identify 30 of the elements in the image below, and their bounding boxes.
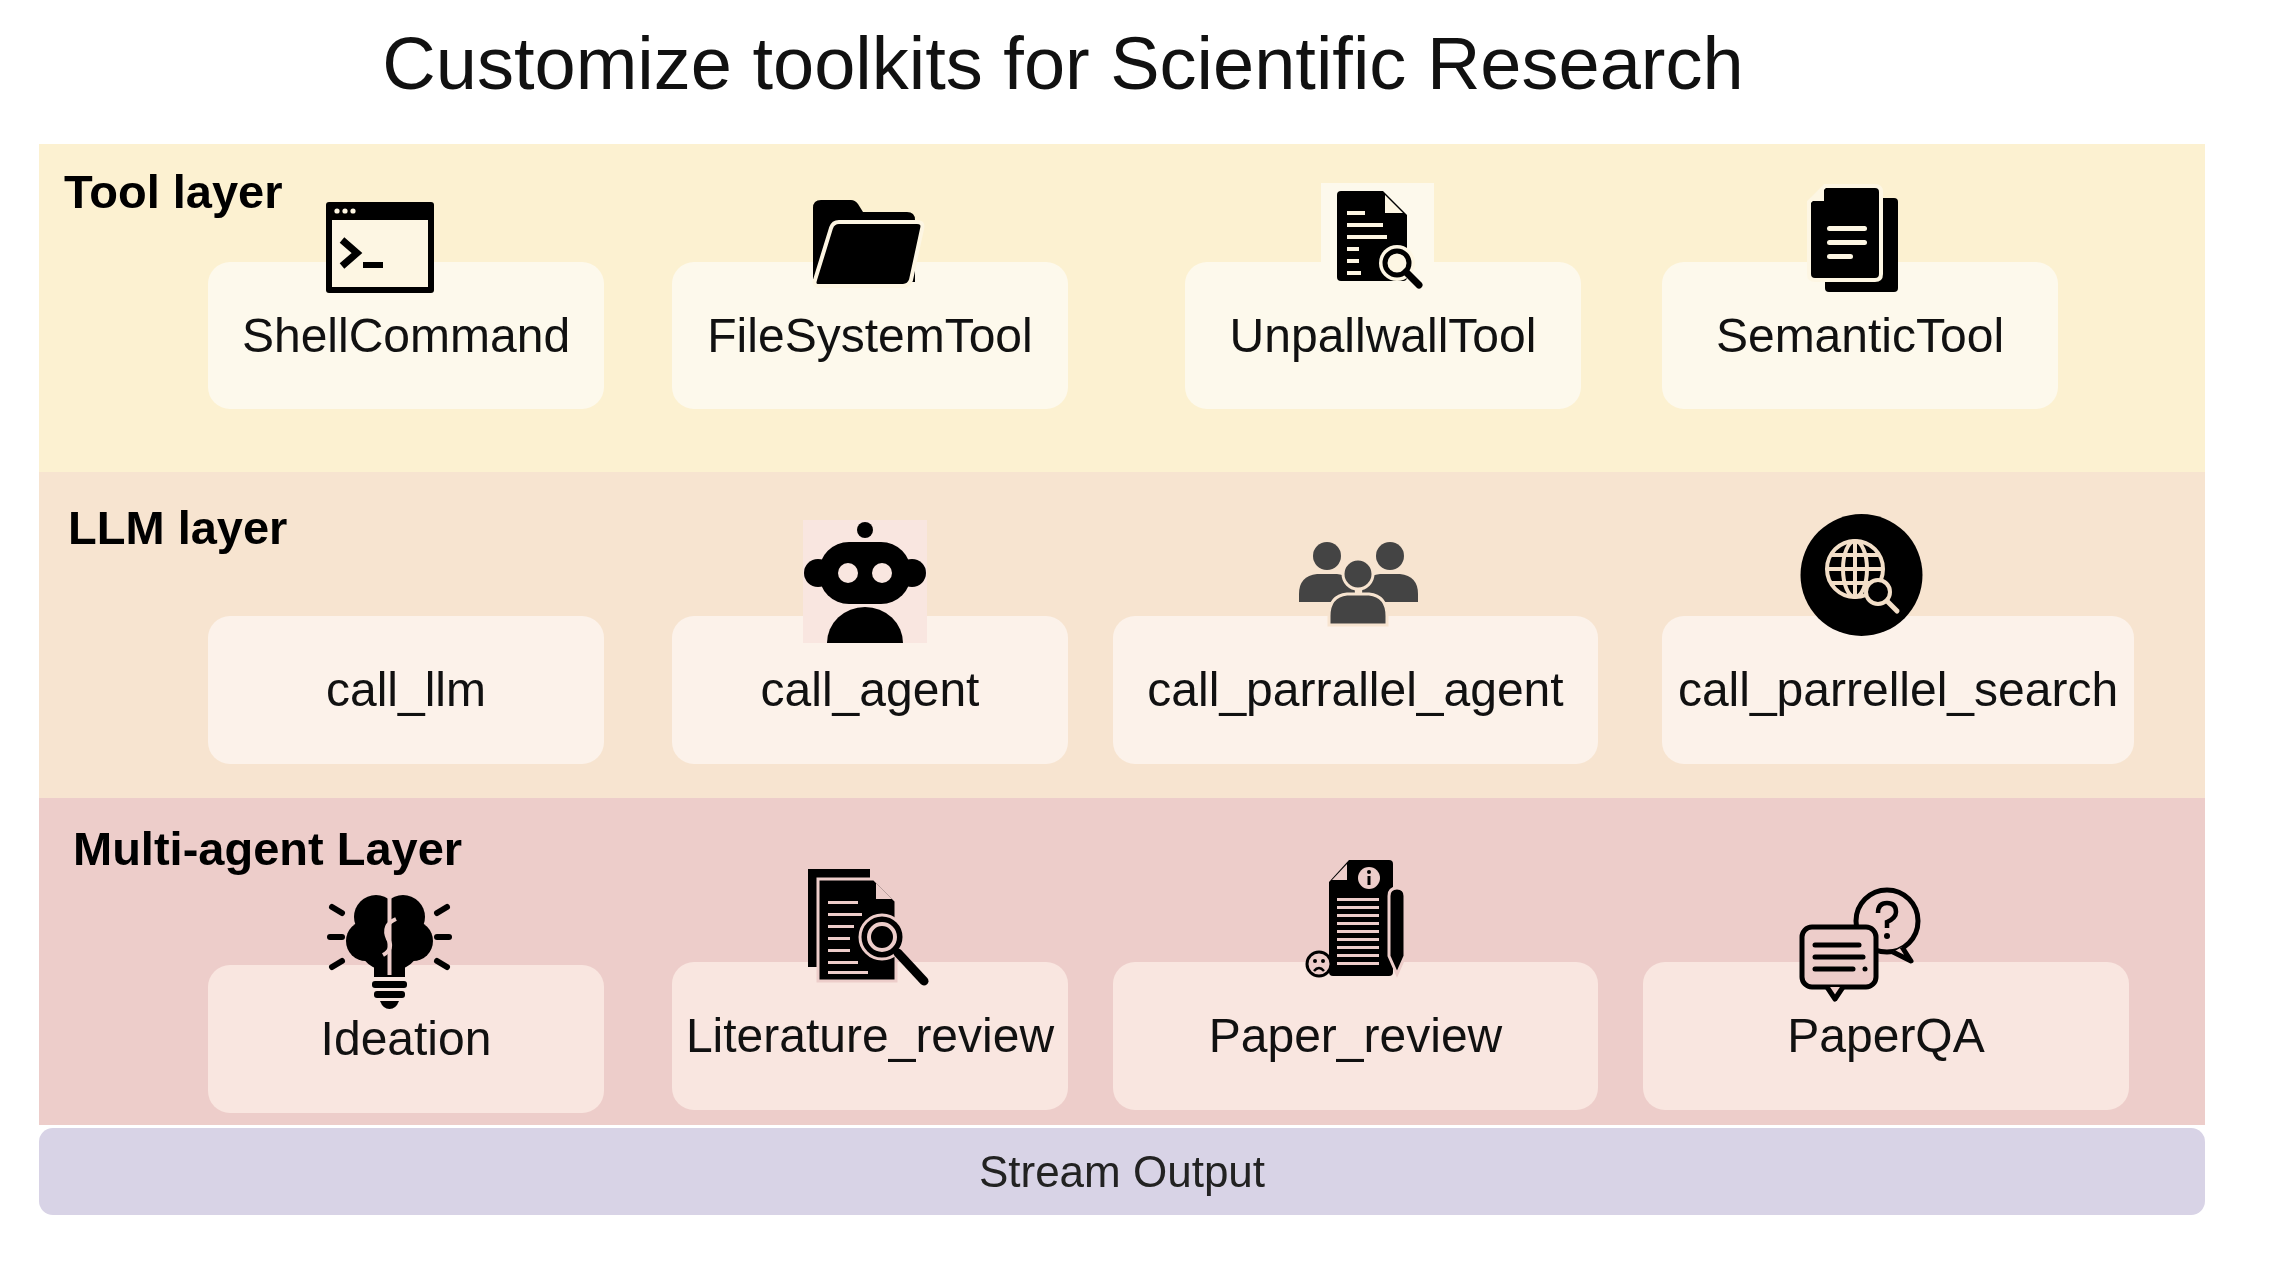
tool-card	[672, 616, 1068, 764]
diagram-title: Customize toolkits for Scientific Research	[381, 27, 1745, 101]
card-label: Paper_review	[1208, 1012, 1503, 1060]
tool-card	[1643, 962, 2129, 1110]
layer-band	[39, 472, 2205, 798]
bar-label: Stream Output	[978, 1149, 1266, 1194]
tool-card	[1113, 962, 1598, 1110]
card-label: call_llm	[326, 666, 486, 714]
tool-card	[672, 262, 1068, 409]
card-label: Ideation	[320, 1015, 492, 1063]
tool-card	[672, 962, 1068, 1110]
card-label: call_parrellel_search	[1677, 666, 2119, 714]
card-label: call_agent	[760, 666, 980, 714]
tool-card	[208, 616, 604, 764]
output-bar	[39, 1128, 2205, 1215]
tool-card	[1662, 616, 2134, 764]
tool-card	[1113, 616, 1598, 764]
card-label: PaperQA	[1787, 1012, 1985, 1060]
card-label: FileSystemTool	[707, 311, 1033, 360]
tool-card	[208, 965, 604, 1113]
tool-card	[208, 262, 604, 409]
tool-card	[1662, 262, 2058, 409]
card-label: SemanticTool	[1715, 311, 2005, 360]
tool-card	[1185, 262, 1581, 409]
card-label: call_parrallel_agent	[1147, 666, 1564, 714]
card-label: UnpallwallTool	[1229, 311, 1537, 360]
layer-band	[39, 144, 2205, 472]
card-label: ShellCommand	[241, 311, 571, 360]
layer-band	[39, 798, 2205, 1125]
card-label: Literature_review	[685, 1012, 1055, 1060]
